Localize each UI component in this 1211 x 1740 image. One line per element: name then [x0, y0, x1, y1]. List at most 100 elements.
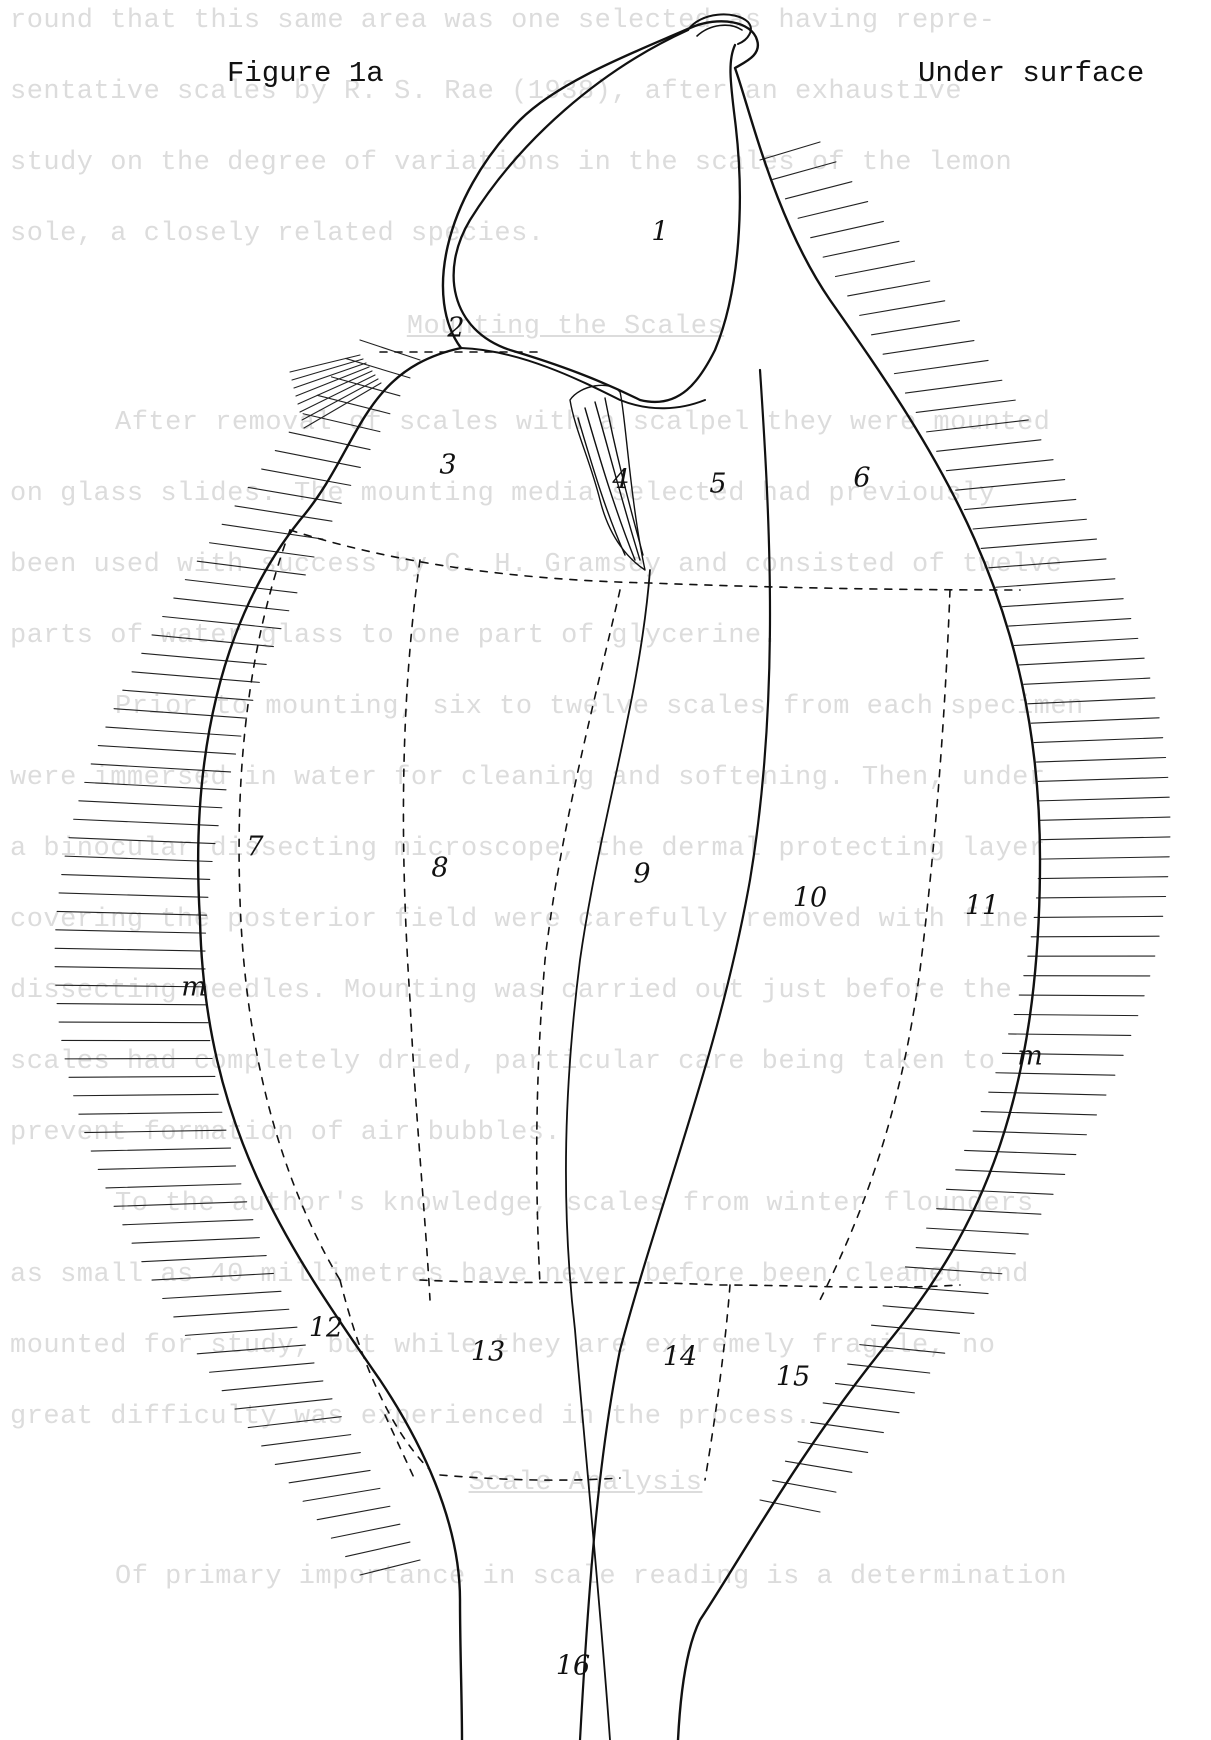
fin-ray [85, 782, 226, 789]
fin-ray [303, 414, 380, 432]
region-label-16: 16 [556, 1651, 590, 1682]
fin-ray [1038, 777, 1168, 781]
fin-ray [956, 1170, 1065, 1175]
fin-ray [248, 487, 341, 503]
fin-ray [1019, 995, 1144, 996]
fin-ray [965, 1150, 1076, 1154]
fin-ray [69, 1076, 215, 1077]
fin-ray [298, 371, 372, 404]
pectoral-fin [570, 385, 645, 570]
fin-ray [289, 432, 370, 449]
fin-ray [59, 1022, 208, 1023]
head-outline [454, 30, 740, 402]
fin-ray [1014, 1014, 1138, 1015]
fin-ray [965, 499, 1076, 509]
fin-ray [1038, 877, 1168, 879]
fin-ray [62, 875, 210, 880]
fin-ray [304, 383, 381, 428]
fin-ray [360, 1560, 420, 1575]
fin-ray [883, 341, 974, 355]
lip-lower [697, 25, 742, 36]
fin-ray [185, 1327, 297, 1335]
fin-ray [91, 1148, 230, 1151]
fin-ray [152, 635, 273, 647]
fin-ray [248, 1417, 341, 1428]
fin-ray [296, 367, 369, 396]
region-label-1: 1 [651, 217, 668, 248]
body-outline-right-edge [198, 348, 462, 1740]
fin-ray [927, 420, 1029, 432]
fin-ray [981, 1112, 1096, 1115]
lateral-line [580, 370, 770, 1740]
region-label-4: 4 [612, 465, 629, 496]
fin-ray [132, 1238, 259, 1244]
fin-ray [1014, 638, 1138, 645]
figure-title: Figure 1a [227, 57, 384, 90]
fin-ray [262, 1435, 351, 1446]
region-label-5: 5 [709, 469, 726, 500]
fin-ray [74, 819, 218, 825]
body-outline-left [443, 21, 1040, 1740]
fin-ray [197, 561, 305, 575]
fin-ray [989, 559, 1106, 568]
fin-ray [848, 281, 930, 296]
fin-ray [927, 1228, 1029, 1234]
fin-ray [174, 1309, 289, 1317]
fin-ray [1019, 658, 1144, 665]
fin-ray [1036, 896, 1165, 897]
fin-ray [185, 580, 297, 593]
fin-ray [1031, 936, 1159, 937]
fin-ray [142, 1256, 266, 1262]
fin-ray [1028, 698, 1155, 704]
fin-ray [836, 1383, 915, 1392]
fin-ray [123, 690, 253, 700]
fin-ray [996, 579, 1115, 587]
fin-ray [163, 1291, 281, 1298]
fin-ray [69, 838, 215, 844]
fin-ray [996, 1073, 1115, 1075]
fin-ray [331, 1524, 399, 1538]
fin-ray [56, 930, 206, 933]
fin-ray [174, 598, 289, 611]
fin-ray [946, 1189, 1053, 1194]
region-label-11: 11 [965, 891, 999, 922]
surface-label: Under surface [918, 57, 1144, 90]
region-label-6: 6 [853, 463, 870, 494]
fin-ray [811, 221, 884, 237]
fin-ray [79, 1112, 222, 1114]
fin-ray [210, 543, 314, 557]
fin-ray [114, 1202, 247, 1207]
fin-ray [275, 1453, 360, 1465]
fin-ray [55, 948, 205, 951]
fin-ray [798, 202, 868, 219]
fin-ray [317, 1506, 390, 1519]
fin-ray [98, 746, 235, 755]
fin-ray [916, 400, 1015, 412]
fin-rays [55, 142, 1170, 1575]
fin-ray [106, 1184, 241, 1188]
fin-ray [916, 1248, 1015, 1254]
region-label-15: 15 [776, 1362, 810, 1393]
fin-ray [222, 524, 323, 539]
fin-ray [905, 1267, 1001, 1274]
mid-body-line [566, 570, 650, 1740]
fin-ray [360, 340, 420, 360]
fin-ray [222, 1381, 323, 1391]
fin-ray [74, 1094, 218, 1095]
fin-ray [123, 1220, 253, 1225]
region-label-9: 9 [633, 859, 650, 890]
fin-ray [1036, 758, 1165, 763]
fin-ray [872, 1325, 960, 1333]
fin-ray [1034, 738, 1163, 743]
fin-ray [106, 727, 241, 736]
fin-ray [1039, 857, 1169, 859]
fin-ray [132, 672, 259, 683]
fin-ray [785, 182, 851, 199]
lateral-mark-right: m [1017, 1041, 1043, 1072]
fin-ray [98, 1166, 235, 1170]
fin-ray [860, 301, 945, 316]
fin-ray [65, 856, 212, 861]
region-label-3: 3 [439, 450, 456, 481]
fin-ray [973, 1131, 1086, 1135]
